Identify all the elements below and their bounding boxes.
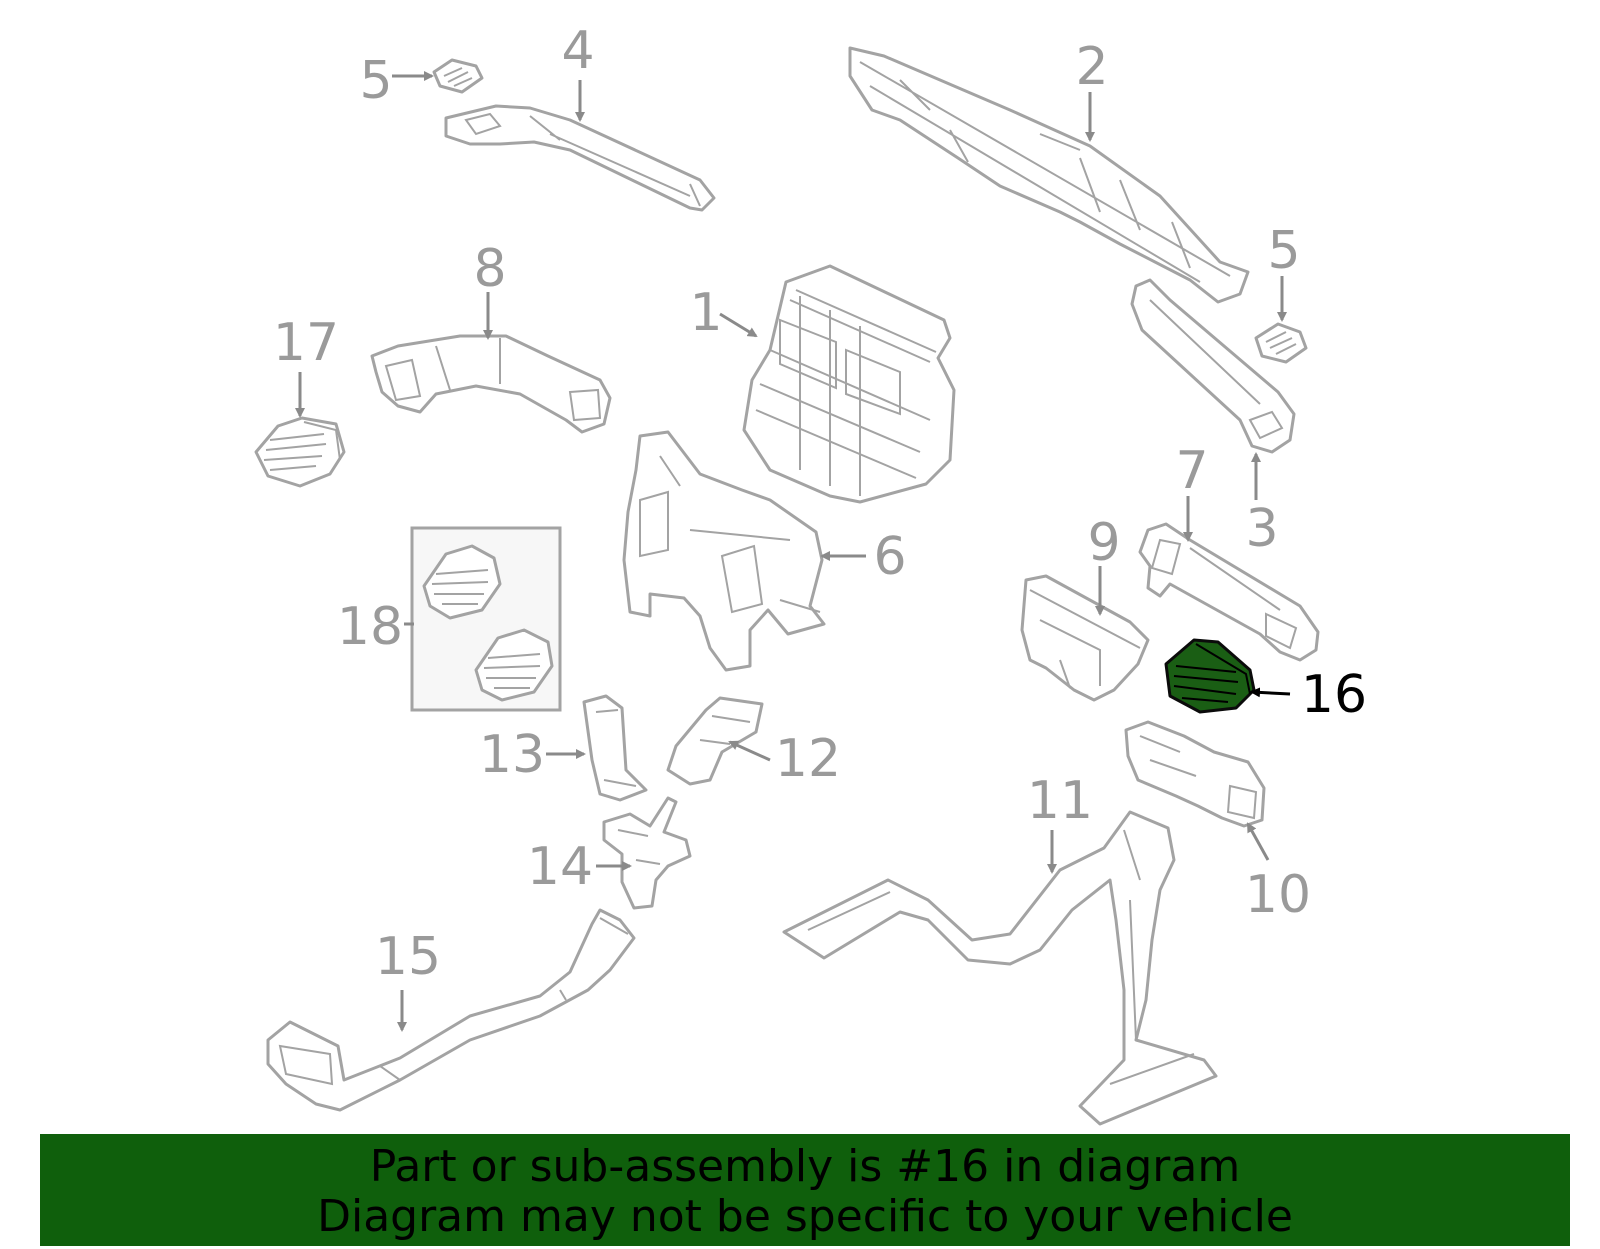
- callout-6: 6: [873, 527, 906, 587]
- callout-numbers: 1 2 3 4 5 5 6 7 8 9 10 11 12 13 14 15 16…: [273, 21, 1367, 987]
- callout-5-right: 5: [1267, 221, 1300, 281]
- leader-lines: [295, 71, 1291, 1032]
- part-1-hvac-case[interactable]: [742, 264, 956, 504]
- part-4-duct[interactable]: [444, 104, 716, 212]
- callout-11: 11: [1027, 771, 1093, 831]
- callout-17: 17: [273, 313, 339, 373]
- part-8-duct[interactable]: [370, 334, 612, 434]
- callout-5-left: 5: [359, 51, 392, 111]
- callout-13: 13: [479, 725, 545, 785]
- banner-line-1: Part or sub-assembly is #16 in diagram: [369, 1141, 1241, 1192]
- callout-1: 1: [689, 283, 722, 343]
- callout-3: 3: [1245, 499, 1278, 559]
- callout-7: 7: [1175, 441, 1208, 501]
- callout-9: 9: [1087, 513, 1120, 573]
- part-5-register-right[interactable]: [1254, 322, 1308, 364]
- part-13-duct[interactable]: [582, 694, 648, 802]
- callout-8: 8: [473, 239, 506, 299]
- part-12-duct[interactable]: [666, 696, 764, 786]
- part-5-register-left[interactable]: [432, 58, 484, 94]
- part-11-floor-duct[interactable]: [782, 810, 1218, 1126]
- part-10-duct[interactable]: [1124, 720, 1266, 828]
- part-9-housing[interactable]: [1020, 574, 1150, 702]
- part-6-center-duct[interactable]: [622, 430, 826, 672]
- info-banner: Part or sub-assembly is #16 in diagram D…: [40, 1134, 1570, 1246]
- callout-4: 4: [561, 21, 594, 81]
- callout-10: 10: [1245, 865, 1311, 925]
- callout-14: 14: [527, 837, 593, 897]
- part-7-duct[interactable]: [1138, 522, 1320, 662]
- callout-18: 18: [337, 597, 403, 657]
- callout-15: 15: [375, 927, 441, 987]
- callout-12: 12: [775, 729, 841, 789]
- callout-16: 16: [1301, 665, 1367, 725]
- part-18-inset[interactable]: [410, 526, 562, 712]
- banner-line-2: Diagram may not be specific to your vehi…: [317, 1191, 1293, 1242]
- part-14-duct[interactable]: [602, 796, 692, 910]
- part-16-highlighted-register[interactable]: [1164, 638, 1256, 714]
- part-15-floor-duct[interactable]: [266, 908, 636, 1112]
- part-3-side-duct[interactable]: [1130, 278, 1296, 454]
- part-17-register[interactable]: [254, 416, 346, 488]
- part-2-dash-duct[interactable]: [848, 46, 1250, 304]
- callout-2: 2: [1075, 37, 1108, 97]
